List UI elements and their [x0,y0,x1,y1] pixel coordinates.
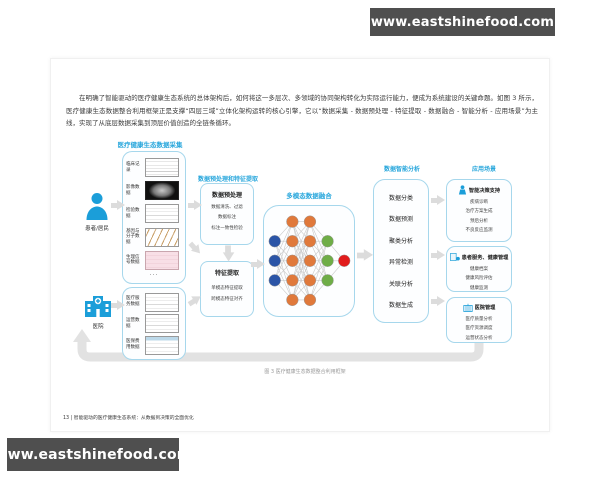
data-item-row: 医疗服务数据 [123,292,185,312]
arrow-patient-to-data [111,200,125,211]
hospital-management-icon [463,303,473,312]
app-box-title: 患者服务、健康管理 [461,254,509,261]
data-item-label: 医保费用数据 [126,339,140,350]
hospital-icon [85,296,111,317]
app-box-patient-service: 患者服务、健康管理 健康档案 健康风险评估 健康监测 [446,246,512,292]
patient-service-icon [449,253,460,262]
app-box-decision-support: 智能决策支持 疾病诊断 治疗方案生成 预后分析 不良反应监测 [446,179,512,242]
data-item-row: 医保费用数据 [123,335,185,355]
feature-extraction-item: 跨模态特征对齐 [211,296,243,302]
ellipsis: ··· [149,271,159,279]
data-item-label: 运营数据 [126,317,140,329]
app-item: 治疗方案生成 [465,209,493,215]
imaging-thumbnail [145,181,179,201]
data-item-row: 检验数据 [123,204,185,224]
analysis-box: 数据分类 数据预测 聚类分析 异常检测 关联分析 数据生成 [373,179,429,323]
hospital-source-label: 医院 [92,324,104,330]
data-item-row: 生理信号数据 [123,250,185,270]
data-item-row: 影像数据 [123,181,185,201]
preprocessing-box: 数据预处理 数据清洗、过滤 数据标注 标注一致性检验 [200,183,254,245]
arrow-analysis-to-app2 [431,250,445,261]
watermark-top: www.eastshinefood.com [370,8,555,36]
app-box-hospital-management: 医院管理 医疗质量分析 医疗资源调度 运营状态分析 [446,297,512,343]
lab-test-thumbnail [145,204,179,224]
watermark-bottom: www.eastshinefood.com [0,438,191,471]
arrow-analysis-to-app3 [431,296,445,307]
data-item-row: 运营数据 [123,314,185,333]
signal-data-thumbnail [145,250,179,270]
analysis-item: 异常检测 [388,259,413,267]
page-footnote: 13 | 智能驱动的医疗健康生态系统：从数据到决策的全面优化 [63,416,194,421]
operation-data-thumbnail [145,314,179,333]
analysis-item: 数据预测 [388,216,413,224]
gene-data-thumbnail [145,227,179,247]
arrow-analysis-to-app1 [431,195,445,206]
arrow-preprocess-down [222,245,235,262]
fusion-header: 多模态数据融合 [286,192,332,200]
feature-extraction-box: 特征提取 单模态特征提取 跨模态特征对齐 [200,261,254,317]
preprocessing-item: 数据标注 [218,215,236,220]
service-data-thumbnail [145,292,179,312]
expense-data-thumbnail [145,335,179,355]
analysis-item: 聚类分析 [388,237,413,245]
app-item: 疾病诊断 [470,199,488,205]
data-item-label: 医疗服务数据 [126,296,140,307]
preprocess-header: 数据预处理和特征提取 [197,176,258,183]
fusion-network-svg [268,215,351,307]
data-item-label: 检验数据 [126,208,140,219]
arrow-hospital-to-data [111,300,125,311]
clinical-record-thumbnail [145,158,179,178]
app-item: 医疗质量分析 [465,316,493,322]
app-item: 预后分析 [470,218,488,224]
app-item: 健康档案 [470,266,488,272]
patient-icon [86,193,108,220]
data-item-label: 生理信号数据 [126,254,140,266]
patient-source-label: 患者/居民 [85,226,109,232]
patient-data-box: 临床记录 影像数据 检验数据 基因与分子数据 生理信号数据 ··· [122,151,186,284]
fusion-network-box [263,205,355,317]
applications-header: 应用场景 [471,166,496,173]
figure-caption: 图 3 医疗健康生态数据整合利用框架 [264,369,346,375]
app-item: 健康监测 [470,285,488,291]
analysis-item: 数据生成 [388,302,413,310]
data-item-row: 临床记录 [123,158,185,178]
app-item: 医疗资源调度 [465,326,493,332]
feature-extraction-item: 单模态特征提取 [211,286,243,291]
analysis-item: 数据分类 [388,194,413,202]
preprocessing-item: 数据清洗、过滤 [211,204,243,210]
analysis-header: 数据智能分析 [383,166,420,173]
app-box-title: 智能决策支持 [468,187,501,194]
app-item: 不良反应监测 [465,228,493,234]
preprocessing-item: 标注一致性检验 [211,225,243,231]
hospital-data-box: 医疗服务数据 运营数据 医保费用数据 [122,287,186,360]
collection-header: 医疗健康生态数据采集 [117,141,183,149]
app-box-title: 医院管理 [474,305,496,311]
analysis-item: 关联分析 [388,280,413,288]
data-item-row: 基因与分子数据 [123,227,185,247]
body-paragraph: 在明确了智能驱动的医疗健康生态系统的总体架构后，如何将这一多层次、多领域的协同架… [66,94,538,128]
preprocessing-title: 数据预处理 [211,192,242,199]
arrow-data-to-preprocess [188,200,202,211]
data-item-label: 影像数据 [126,185,140,196]
data-item-label: 临床记录 [126,162,140,173]
data-item-label: 基因与分子数据 [126,228,140,245]
app-item: 运营状态分析 [465,335,493,341]
app-item: 健康风险评估 [465,276,493,282]
arrow-featex-to-fusion [251,259,265,270]
decision-support-icon [458,185,467,195]
arrow-fusion-to-analysis [356,249,374,262]
feature-extraction-title: 特征提取 [214,270,239,277]
